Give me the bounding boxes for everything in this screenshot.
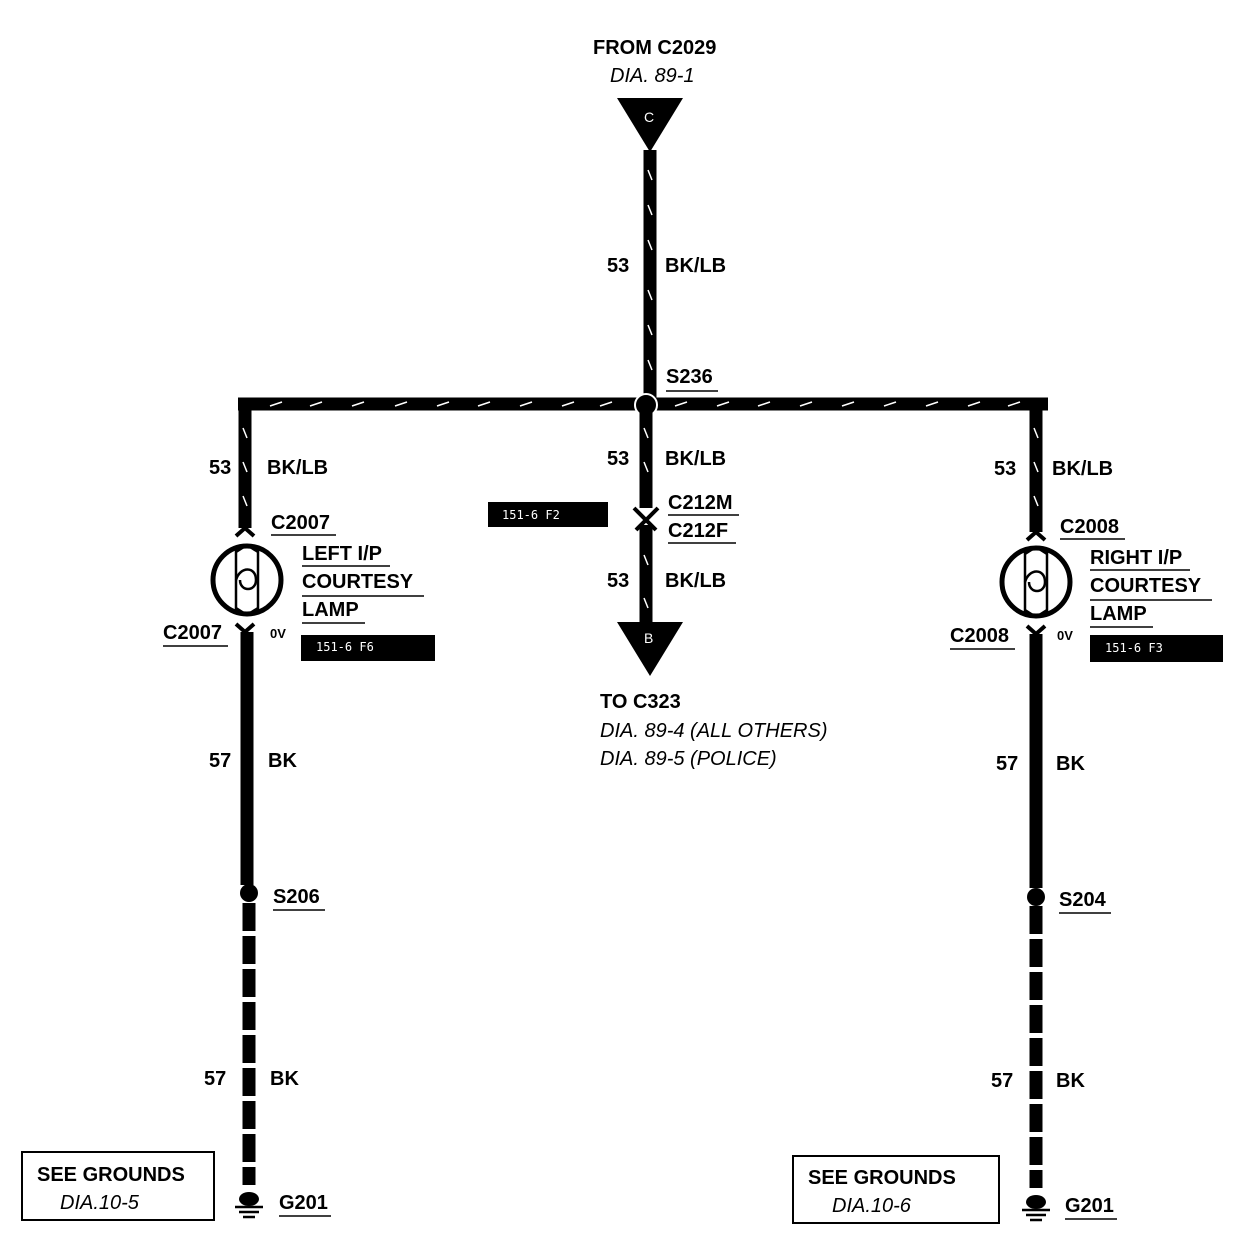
left-ground-upper-color: BK (268, 750, 297, 772)
right-voltage-reading: 0V (1057, 628, 1073, 643)
left-lamp-name-line1: LEFT I/P (302, 543, 382, 565)
left-locator-text: 151-6 F6 (316, 640, 374, 654)
right-lamp-name-line1: RIGHT I/P (1090, 547, 1182, 569)
left-lamp-name-line2: COURTESY (302, 571, 414, 593)
right-feed-circuit: 53 (994, 458, 1016, 480)
left-lamp-name-line3: LAMP (302, 599, 359, 621)
right-splice-s204-dot (1027, 888, 1045, 906)
center-locator-box (488, 502, 608, 527)
left-c2007-top-connector-symbol (234, 525, 256, 538)
from-connector-ref: DIA. 89-1 (610, 65, 694, 87)
right-feed-wire-stripe (1033, 427, 1039, 507)
splice-s236-label: S236 (666, 366, 713, 388)
left-ground-label: G201 (279, 1192, 328, 1214)
connector-c-letter: C (644, 109, 654, 125)
left-voltage-reading: 0V (270, 626, 286, 641)
left-feed-wire-stripe (242, 427, 248, 507)
main-wire-color: BK/LB (665, 255, 726, 277)
from-connector-title: FROM C2029 (593, 37, 716, 59)
right-ground-symbol-icon (1022, 1195, 1050, 1222)
left-see-grounds-box (21, 1151, 215, 1221)
left-connector-top-label: C2007 (271, 512, 330, 534)
center-locator-text: 151-6 F2 (502, 508, 560, 522)
left-locator-box (301, 635, 435, 661)
center-upper-color: BK/LB (665, 448, 726, 470)
left-c2007-bottom-connector-symbol (234, 622, 256, 635)
left-ground-symbol-icon (235, 1192, 263, 1219)
left-feed-circuit: 53 (209, 457, 231, 479)
right-locator-text: 151-6 F3 (1105, 641, 1163, 655)
right-connector-bottom-label: C2008 (950, 625, 1009, 647)
connector-c-triangle (617, 98, 683, 152)
left-feed-color: BK/LB (267, 457, 328, 479)
center-lower-circuit: 53 (607, 570, 629, 592)
left-ground-upper-circuit: 57 (209, 750, 231, 772)
right-feed-color: BK/LB (1052, 458, 1113, 480)
horizontal-bus-stripe (269, 401, 1021, 407)
to-connector-ref-all-others: DIA. 89-4 (ALL OTHERS) (600, 720, 827, 742)
right-c2008-top-connector-symbol (1025, 529, 1047, 542)
right-see-grounds-ref: DIA.10-6 (832, 1195, 912, 1217)
right-splice-label: S204 (1059, 889, 1107, 911)
left-connector-bottom-label: C2007 (163, 622, 222, 644)
connector-b-triangle (617, 622, 683, 676)
connector-c212m-label: C212M (668, 492, 732, 514)
right-lamp-name-line3: LAMP (1090, 603, 1147, 625)
left-splice-s206-dot (240, 884, 258, 902)
left-see-grounds-ref: DIA.10-5 (60, 1192, 140, 1214)
right-ground-upper-circuit: 57 (996, 753, 1018, 775)
right-ground-label: G201 (1065, 1195, 1114, 1217)
to-connector-title: TO C323 (600, 691, 681, 713)
connector-c212f-label: C212F (668, 520, 728, 542)
to-connector-ref-police: DIA. 89-5 (POLICE) (600, 748, 777, 770)
c212f-connector-symbol (634, 517, 658, 532)
right-see-grounds-title: SEE GROUNDS (808, 1167, 956, 1189)
center-wire-lower-stripe (643, 554, 649, 609)
left-see-grounds-title: SEE GROUNDS (37, 1164, 185, 1186)
right-ground-upper-color: BK (1056, 753, 1085, 775)
left-ground-lower-circuit: 57 (204, 1068, 226, 1090)
center-lower-color: BK/LB (665, 570, 726, 592)
center-upper-circuit: 53 (607, 448, 629, 470)
right-lamp-name-line2: COURTESY (1090, 575, 1202, 597)
right-ground-lower-color: BK (1056, 1070, 1085, 1092)
left-splice-label: S206 (273, 886, 320, 908)
main-wire-stripe (647, 169, 653, 371)
connector-b-letter: B (644, 630, 653, 646)
left-ground-lower-color: BK (270, 1068, 299, 1090)
right-locator-box (1090, 635, 1223, 662)
right-ground-lower-circuit: 57 (991, 1070, 1013, 1092)
left-lamp-bulb-icon (210, 543, 284, 617)
right-see-grounds-box (792, 1155, 1000, 1224)
right-c2008-bottom-connector-symbol (1025, 624, 1047, 637)
center-wire-upper-stripe (643, 427, 649, 473)
right-connector-top-label: C2008 (1060, 516, 1119, 538)
right-lamp-bulb-icon (999, 545, 1073, 619)
main-wire-circuit: 53 (607, 255, 629, 277)
